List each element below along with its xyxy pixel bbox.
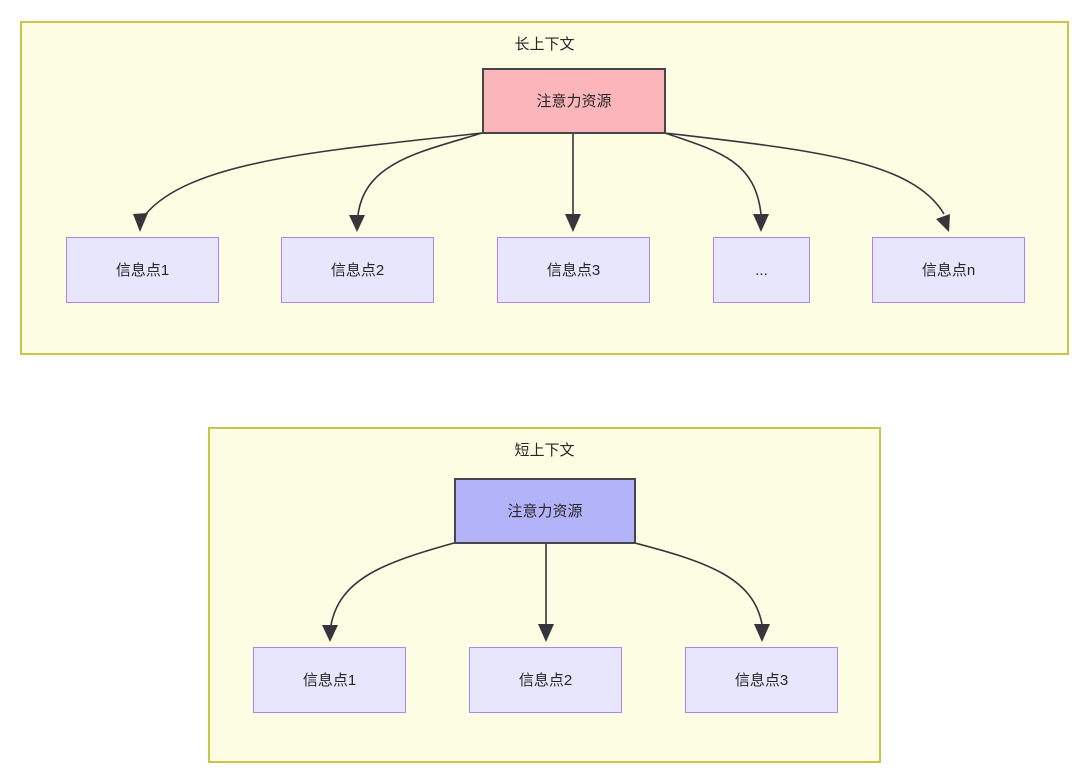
node-long-info-point-3[interactable]: 信息点3 bbox=[497, 237, 650, 303]
node-long-attention-resource[interactable]: 注意力资源 bbox=[482, 68, 666, 134]
group-long-context-title: 长上下文 bbox=[514, 36, 575, 53]
node-long-info-point-ellipsis[interactable]: ... bbox=[713, 237, 810, 303]
node-short-info-point-1[interactable]: 信息点1 bbox=[253, 647, 406, 713]
node-short-info-point-2[interactable]: 信息点2 bbox=[469, 647, 622, 713]
node-long-info-point-1[interactable]: 信息点1 bbox=[66, 237, 219, 303]
node-short-info-point-3[interactable]: 信息点3 bbox=[685, 647, 838, 713]
node-long-info-point-2[interactable]: 信息点2 bbox=[281, 237, 434, 303]
group-short-context-title: 短上下文 bbox=[514, 442, 575, 459]
node-long-info-point-n[interactable]: 信息点n bbox=[872, 237, 1025, 303]
node-short-attention-resource[interactable]: 注意力资源 bbox=[454, 478, 636, 544]
